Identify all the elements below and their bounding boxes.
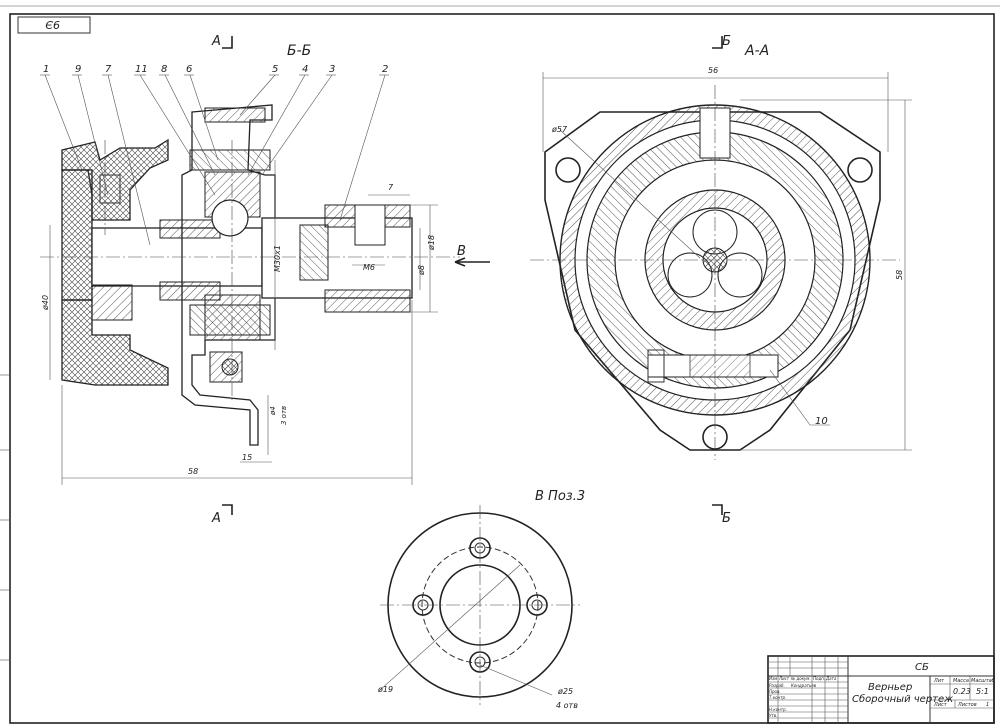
tb-row-doc: № докум. [790,676,811,681]
tb-scale: 5:1 [976,687,989,696]
section-aa: А-А Б Б 10 [530,34,912,526]
part-label-9: 9 [75,64,81,75]
tb-col-mass: Масса [953,678,969,684]
tb-row-author: Кондратьев [791,683,817,688]
top-stamp: 9Э [45,18,60,31]
top-stamp-box [17,16,91,34]
tb-row-check: Пров. [769,689,781,694]
view-v-title: В Поз.3 [535,489,585,504]
tb-row-ncontr: Н.контр. [769,707,787,712]
dim-holes3: 3 отв [280,406,288,425]
binding-strip [0,374,10,661]
tb-row-date: Дата [825,676,837,681]
tb-col-scale: Масштаб [971,678,995,684]
dim-58: 58 [188,467,198,476]
dim-dia25: ø25 [557,687,573,696]
sleeve [261,217,413,299]
section-bb: Б-Б А А [40,34,490,526]
cut-mark-b-top: Б [722,34,731,49]
dim-dia40: ø40 [41,295,50,311]
dim-m30: M30x1 [273,245,282,272]
tb-name-2: Сборочный чертеж [852,693,953,705]
dim-dia19: ø19 [377,685,393,694]
tb-row-list: Лист [778,676,790,681]
part-label-1: 1 [43,64,49,75]
dim-dia8: ø8 [417,265,426,276]
tb-row-dev: Разраб. [769,683,785,688]
part-label-8: 8 [161,64,167,75]
tb-sheets: Листов [957,702,977,708]
tb-mass: 0.23 [953,687,971,696]
dim-hole4: ø4 [269,406,277,416]
tb-row-sign: Подп. [813,676,825,681]
cut-mark-b-bottom: Б [722,511,731,526]
tb-col-lit: Лит [933,678,945,684]
title-block: СБ Верньер Сборочный чертеж Лит Масса Ма… [767,655,995,724]
dim-7: 7 [388,183,394,192]
part-label-4: 4 [302,64,308,75]
cut-mark-a-bottom: А [211,511,221,526]
dim-58-vertical: 58 [895,270,904,280]
part-label-11: 11 [135,64,148,75]
tb-code: СБ [915,662,929,673]
tb-row-tcontr: Т.контр. [769,695,786,700]
dim-dia57: ø57 [551,125,568,134]
dim-15: 15 [242,453,252,462]
part-label-6: 6 [186,64,192,75]
part-label-10: 10 [815,416,828,427]
part-label-7: 7 [105,64,112,75]
cut-mark-a-top: А [211,34,221,49]
leaders [40,74,389,246]
tb-sheets-count: 1 [986,702,989,708]
part-label-3: 3 [329,64,335,75]
tb-row-approve: Утв. [769,713,777,718]
sheet-frame [9,13,995,724]
part-label-2: 2 [382,64,388,75]
view-arrow-label: В [457,244,466,259]
dim-56: 56 [708,66,718,75]
tb-row-izm: Изм [769,676,777,681]
flange-outline [544,111,881,451]
dim-m6: M6 [363,263,375,272]
dim-dia18: ø18 [427,235,436,251]
tb-sheet: Лист [933,702,948,708]
dim-holes4: 4 отв [556,701,578,710]
view-v: В Поз.3 ø19 ø25 4 отв [377,489,585,710]
part-label-5: 5 [272,64,278,75]
section-bb-title: Б-Б [287,43,311,59]
section-aa-title: А-А [744,43,769,59]
tb-name-1: Верньер [868,682,912,693]
